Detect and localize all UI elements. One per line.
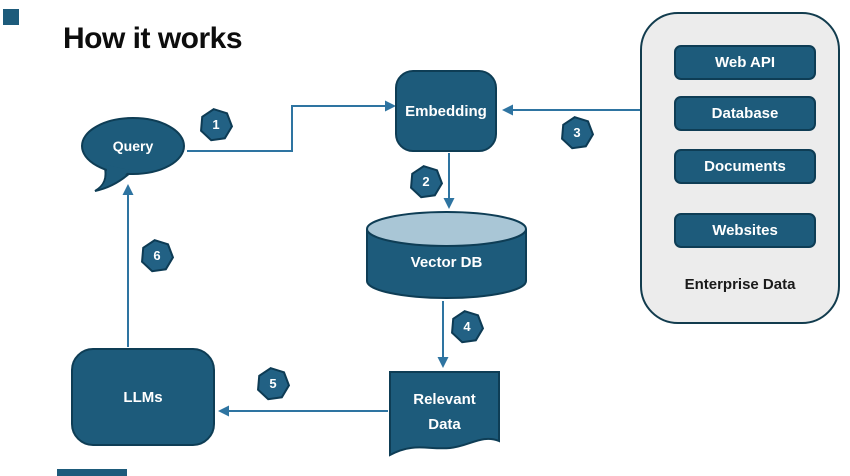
slide-accent-square bbox=[3, 9, 19, 25]
step-badge-1 bbox=[200, 108, 234, 142]
query-bubble bbox=[81, 117, 185, 175]
step-badge-2 bbox=[410, 165, 444, 199]
panel-item-database: Database bbox=[674, 96, 816, 131]
embedding-label: Embedding bbox=[405, 102, 487, 120]
panel-item-websites: Websites bbox=[674, 213, 816, 248]
panel-item-label: Database bbox=[711, 105, 779, 122]
llms-label: LLMs bbox=[123, 388, 163, 406]
arrowhead-down-icon bbox=[443, 198, 455, 209]
cylinder-top bbox=[366, 211, 527, 247]
arrowhead-right-icon bbox=[385, 100, 396, 112]
arrowhead-left-icon bbox=[502, 104, 513, 116]
step-badge-5 bbox=[257, 367, 291, 401]
panel-item-label: Documents bbox=[704, 158, 786, 175]
query-bubble-tail-fill bbox=[99, 165, 130, 189]
cylinder-body bbox=[366, 229, 527, 299]
panel-item-label: Websites bbox=[712, 222, 778, 239]
enterprise-data-panel: Web API Database Documents Websites Ente… bbox=[640, 12, 840, 324]
panel-item-label: Web API bbox=[714, 54, 775, 71]
step-badge-6 bbox=[141, 239, 175, 273]
page-title: How it works bbox=[63, 22, 243, 55]
query-node bbox=[81, 117, 185, 192]
embedding-node: Embedding bbox=[395, 70, 497, 152]
arrowhead-down-icon bbox=[437, 357, 449, 368]
step-badge-3 bbox=[561, 116, 595, 150]
step-badge-4 bbox=[451, 310, 485, 344]
llms-node: LLMs bbox=[71, 348, 215, 446]
relevant-data-node bbox=[389, 371, 500, 457]
connector-query-to-embedding bbox=[187, 105, 385, 152]
arrowhead-up-icon bbox=[122, 184, 134, 195]
enterprise-data-caption: Enterprise Data bbox=[684, 276, 796, 293]
panel-item-web-api: Web API bbox=[674, 45, 816, 80]
vector-db-node bbox=[366, 211, 527, 299]
panel-item-documents: Documents bbox=[674, 149, 816, 184]
slide-accent-bar bbox=[57, 469, 127, 476]
arrowhead-left-icon bbox=[218, 405, 229, 417]
